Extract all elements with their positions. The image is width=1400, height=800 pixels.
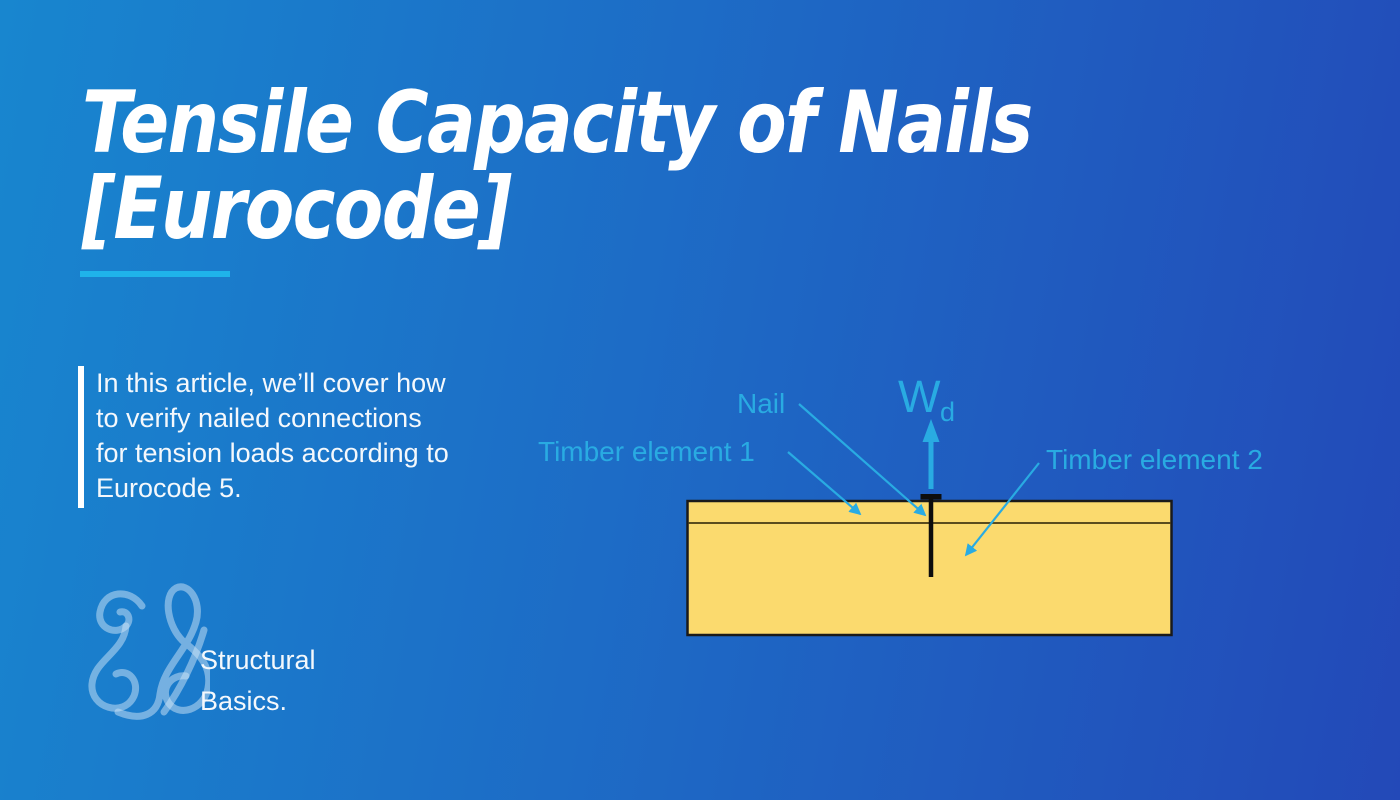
brand-name-line2: Basics. — [200, 686, 288, 716]
page-title-line2: [Eurocode] — [82, 159, 512, 259]
intro-paragraph: In this article, we’ll cover how to veri… — [96, 366, 449, 508]
timber-element-2-label: Timber element 2 — [1046, 444, 1263, 475]
intro-line: for tension loads according to — [96, 438, 449, 468]
nail-label: Nail — [737, 388, 785, 419]
nail-pointer-arrow — [798, 403, 927, 517]
load-symbol-label: W — [898, 371, 941, 422]
intro-line: to verify nailed connections — [96, 403, 422, 433]
nail-head — [920, 494, 942, 500]
sb-monogram-icon — [88, 583, 210, 720]
page-title: Tensile Capacity of Nails [Eurocode] — [82, 80, 1212, 252]
page-title-line1: Tensile Capacity of Nails — [82, 73, 1033, 173]
intro-left-bar — [78, 366, 84, 508]
brand-name: Structural Basics. — [200, 640, 316, 722]
intro-line: Eurocode 5. — [96, 473, 242, 503]
load-subscript-label: d — [940, 397, 955, 427]
timber-element-1-label: Timber element 1 — [538, 436, 755, 467]
brand-name-line1: Structural — [200, 645, 316, 675]
title-accent-underline — [80, 271, 230, 277]
intro-line: In this article, we’ll cover how — [96, 368, 446, 398]
intro-block: In this article, we’ll cover how to veri… — [78, 366, 449, 508]
timber-element-2-pointer-arrow — [964, 462, 1040, 557]
wd-force-arrow-head — [922, 419, 940, 442]
timber-element-1-pointer-arrow — [787, 451, 862, 516]
